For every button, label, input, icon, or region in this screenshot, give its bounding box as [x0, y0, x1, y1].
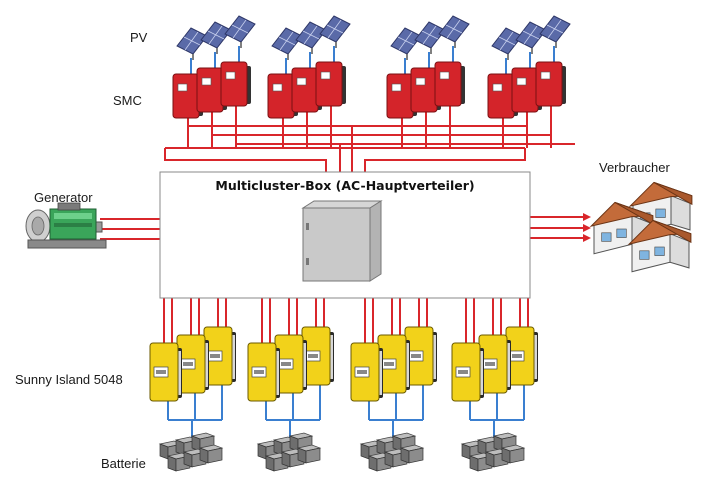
battery-icon — [500, 444, 526, 464]
battery-label: Batterie — [101, 456, 146, 471]
solar-panel-icon — [390, 27, 422, 60]
sunny-island-inverter-icon — [505, 326, 538, 386]
solar-panel-icon — [539, 15, 571, 48]
sunny-island-inverter-icon — [203, 326, 236, 386]
multicluster-box — [159, 171, 531, 299]
smc-inverter-icon — [434, 61, 465, 107]
smc-label: SMC — [113, 93, 142, 108]
solar-panel-icon — [200, 21, 232, 54]
smc-inverter-icon — [535, 61, 566, 107]
arrow-icon — [583, 234, 591, 242]
sunny-island-inverter-icon — [247, 342, 280, 402]
sunny-island-inverter-icon — [301, 326, 334, 386]
battery-icon — [198, 444, 224, 464]
smc-inverter-icon — [220, 61, 251, 107]
sunny-island-inverter-icon — [404, 326, 437, 386]
box-title: Multicluster-Box (AC-Hauptverteiler) — [215, 178, 475, 193]
smc-inverter-icon — [315, 61, 346, 107]
smc-feed-line — [164, 148, 327, 172]
house-icon — [627, 219, 692, 273]
solar-panel-icon — [438, 15, 470, 48]
battery-icon — [399, 444, 425, 464]
sunny-island-inverter-icon — [350, 342, 383, 402]
solar-panel-icon — [176, 27, 208, 60]
solar-panel-icon — [271, 27, 303, 60]
solar-panel-icon — [414, 21, 446, 54]
cabinet-icon — [301, 200, 383, 282]
devices — [25, 15, 693, 472]
sunny-island-inverter-icon — [377, 334, 410, 394]
solar-panel-icon — [224, 15, 256, 48]
sunny-island-inverter-icon — [478, 334, 511, 394]
generator-icon — [25, 202, 107, 249]
generator-label: Generator — [34, 190, 93, 205]
pv-label: PV — [130, 30, 148, 45]
battery-icon — [296, 444, 322, 464]
sunny-island-inverter-icon — [176, 334, 209, 394]
smc-feed-line — [364, 148, 526, 172]
sunny-island-inverter-icon — [149, 342, 182, 402]
solar-panel-icon — [491, 27, 523, 60]
arrow-icon — [583, 213, 591, 221]
solar-panel-icon — [295, 21, 327, 54]
arrow-icon — [583, 224, 591, 232]
solar-panel-icon — [319, 15, 351, 48]
sunny-island-label: Sunny Island 5048 — [15, 372, 123, 387]
sunny-island-inverter-icon — [451, 342, 484, 402]
solar-panel-icon — [515, 21, 547, 54]
consumer-label: Verbraucher — [599, 160, 670, 175]
